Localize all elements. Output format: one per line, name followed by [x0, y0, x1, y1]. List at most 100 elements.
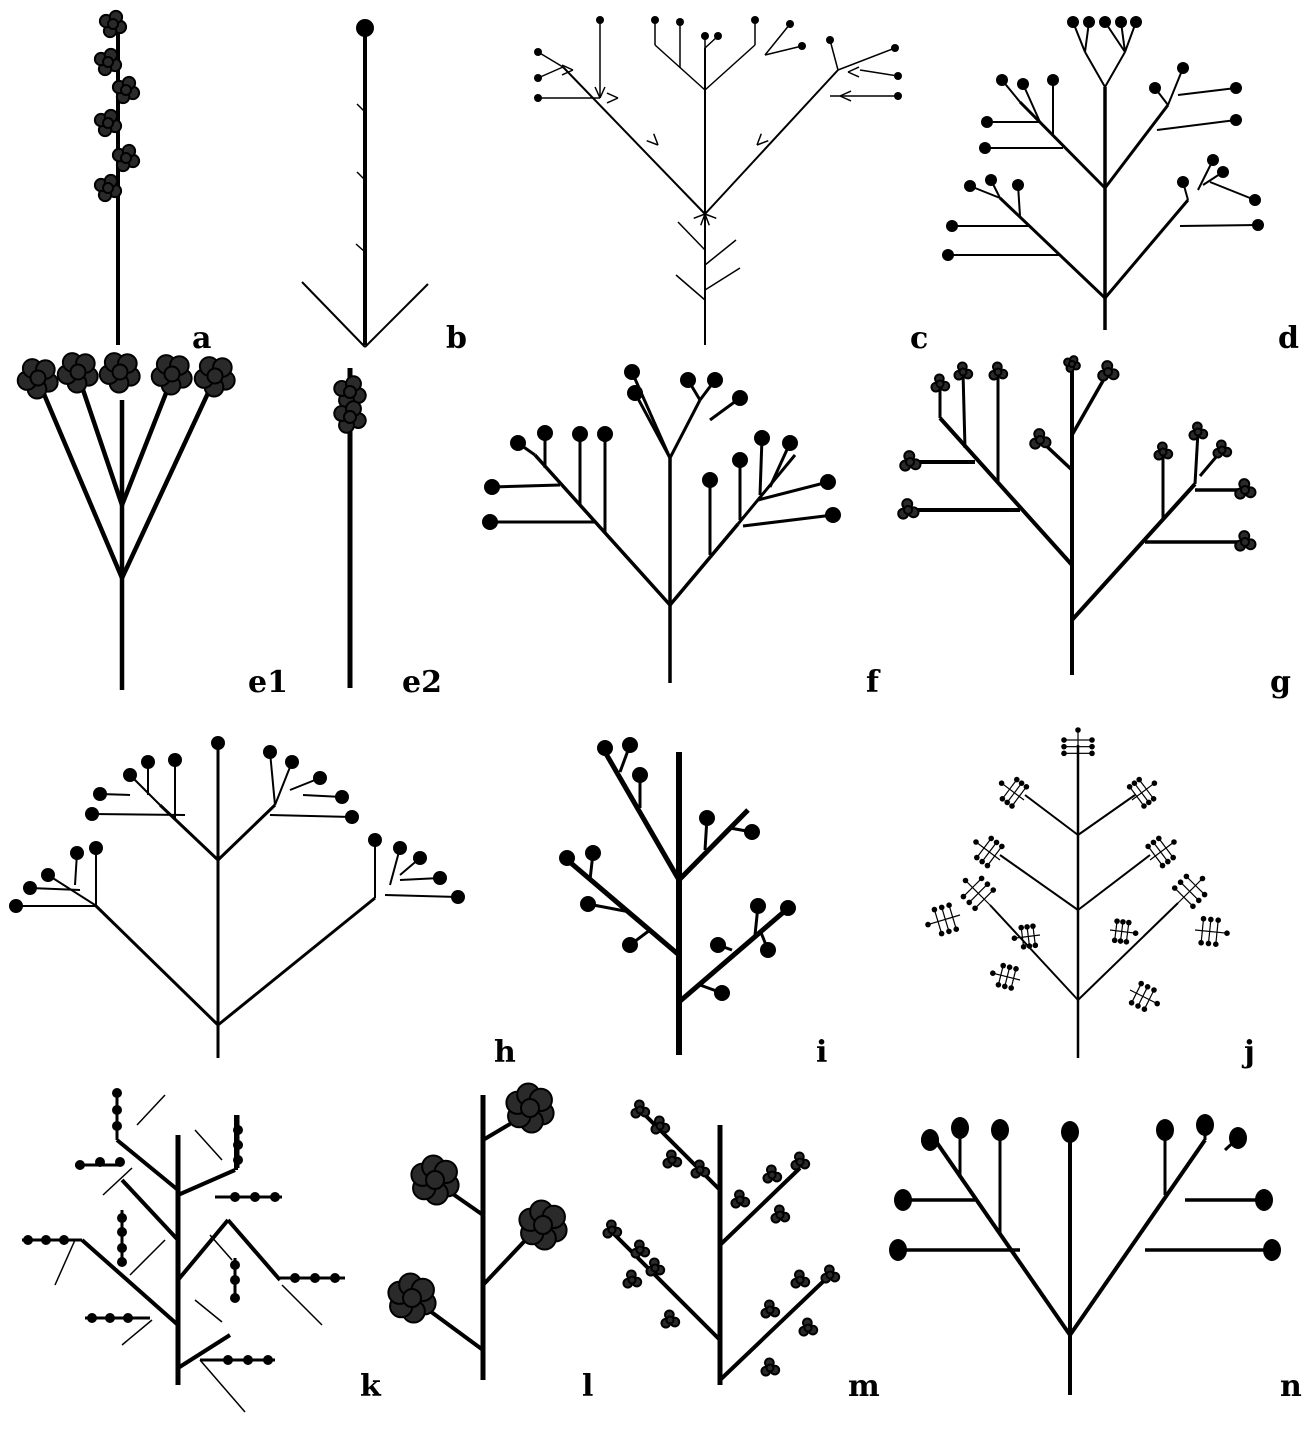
branch-line	[178, 1335, 230, 1368]
flower-cluster	[506, 1083, 553, 1132]
flower-bud	[760, 942, 776, 958]
flower-bud	[168, 753, 182, 767]
panel-label-k: k	[360, 1369, 382, 1404]
flower-bud	[1184, 874, 1190, 880]
branch-line	[38, 380, 122, 578]
flower-bud	[1114, 918, 1120, 924]
flower-cluster	[388, 1273, 435, 1322]
flower-bud	[1061, 751, 1067, 757]
flower-bud	[534, 74, 542, 82]
flower-bud	[963, 878, 969, 884]
flower-cluster	[95, 175, 121, 201]
flower-cluster	[661, 1310, 679, 1327]
branch-line	[302, 282, 365, 347]
branch-line	[940, 418, 1072, 565]
flower-cluster	[411, 1155, 458, 1204]
flower-bud	[484, 479, 500, 495]
branch-line	[130, 1240, 165, 1275]
branch-line	[705, 70, 838, 214]
flower-bud	[942, 249, 954, 261]
flower-bud	[1127, 784, 1133, 790]
flower-bud	[1198, 940, 1204, 946]
flower-bud	[87, 1313, 97, 1323]
flower-bud	[754, 430, 770, 446]
flower-bud	[951, 1117, 969, 1139]
flower-bud	[1133, 930, 1139, 936]
flower-bud	[1171, 839, 1177, 845]
flower-bud	[946, 929, 952, 935]
flower-bud	[1156, 1119, 1174, 1141]
flower-bud	[925, 922, 931, 928]
flower-bud	[1126, 920, 1132, 926]
flower-bud	[622, 937, 638, 953]
flower-bud	[1149, 82, 1161, 94]
branch-layer	[16, 20, 1270, 1412]
branch-line	[676, 275, 705, 300]
flower-bud	[1154, 1001, 1160, 1007]
flower-bud	[782, 435, 798, 451]
branch-line	[1078, 855, 1150, 910]
flower-bud	[123, 768, 137, 782]
flower-bud	[1229, 1127, 1247, 1149]
flower-cluster	[1154, 442, 1172, 459]
flower-bud	[676, 18, 684, 26]
branch-line	[743, 515, 833, 526]
branch-line	[1000, 855, 1078, 910]
flower-bud	[996, 74, 1008, 86]
branch-line	[563, 67, 705, 214]
branch-line	[758, 482, 828, 500]
flower-bud	[732, 390, 748, 406]
flower-bud	[1075, 727, 1081, 733]
branch-line	[1070, 1140, 1205, 1335]
flower-cluster	[731, 1190, 749, 1207]
flower-bud	[973, 839, 979, 845]
branch-line	[137, 1095, 165, 1125]
flower-bud	[632, 767, 648, 783]
flower-cluster	[761, 1300, 779, 1317]
branch-line	[492, 485, 560, 487]
flower-bud	[1099, 16, 1111, 28]
branch-line	[632, 372, 670, 458]
flower-bud	[622, 737, 638, 753]
flower-bud	[1196, 898, 1202, 904]
branch-line	[935, 1140, 1070, 1335]
flower-cluster	[623, 1270, 641, 1287]
flower-cluster	[931, 374, 949, 391]
flower-bud	[368, 833, 382, 847]
flower-bud	[946, 220, 958, 232]
branch-line	[178, 1220, 228, 1280]
flower-bud	[985, 881, 991, 887]
branch-line	[705, 45, 755, 90]
branch-line	[1078, 903, 1178, 1000]
flower-bud	[1145, 984, 1151, 990]
flower-bud	[1089, 751, 1095, 757]
flower-cluster	[791, 1152, 809, 1169]
branch-line	[1085, 52, 1105, 87]
flower-bud	[1177, 62, 1189, 74]
flower-bud	[335, 790, 349, 804]
flower-cluster	[113, 145, 139, 171]
flower-bud	[894, 72, 902, 80]
flower-cluster	[771, 1205, 789, 1222]
flower-cluster	[152, 355, 192, 394]
flower-cluster	[651, 1116, 669, 1133]
flower-bud	[1156, 836, 1162, 842]
flower-bud	[93, 787, 107, 801]
arrow-mark	[848, 67, 859, 72]
flower-cluster	[761, 1358, 779, 1375]
flower-bud	[1255, 1189, 1273, 1211]
branch-line	[210, 1235, 232, 1260]
flower-bud	[1033, 943, 1039, 949]
flower-bud	[1138, 981, 1144, 987]
flower-bud	[1263, 1239, 1281, 1261]
flower-bud	[510, 435, 526, 451]
flower-bud	[932, 907, 938, 913]
branch-line	[760, 438, 762, 495]
flower-bud	[89, 841, 103, 855]
flower-bud	[991, 1119, 1009, 1141]
flower-bud	[1089, 737, 1095, 743]
branch-line	[282, 1285, 322, 1325]
flower-bud	[1151, 796, 1157, 802]
flower-bud	[1146, 800, 1152, 806]
flower-bud	[1196, 1114, 1214, 1136]
